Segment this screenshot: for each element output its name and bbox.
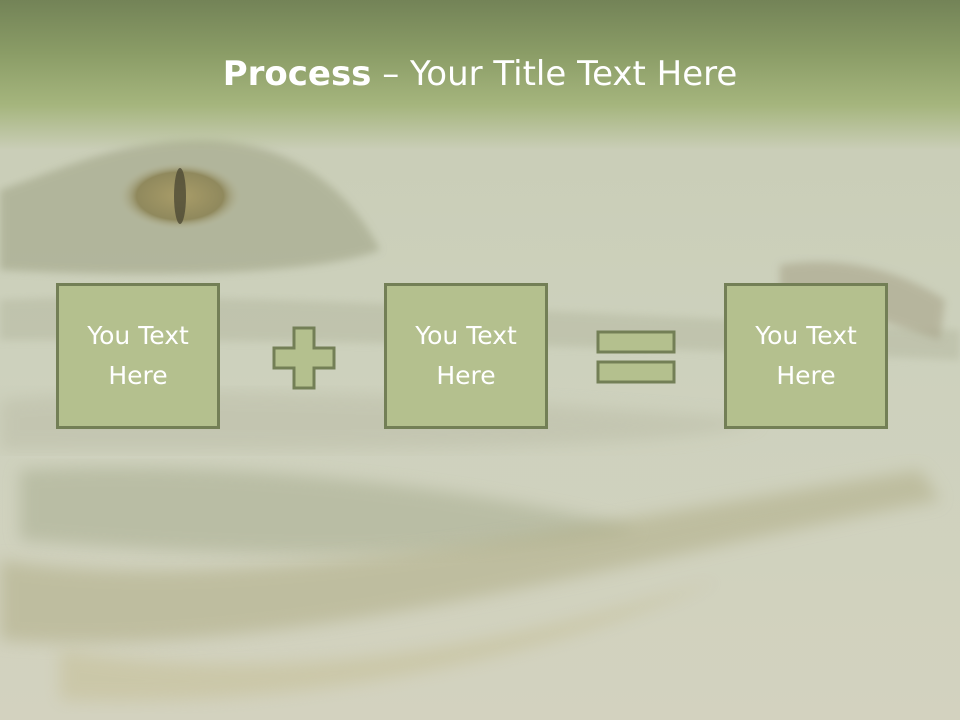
process-box-2-line2: Here [436,361,496,390]
title-rest: – Your Title Text Here [371,54,738,94]
page-title: Process – Your Title Text Here [0,52,960,96]
process-box-3-line2: Here [776,361,836,390]
title-bold: Process [222,54,372,94]
process-box-1-line2: Here [108,361,168,390]
process-box-1-line1: You Text [87,321,189,350]
process-box-2-line1: You Text [415,321,517,350]
plus-icon [272,326,336,390]
header-band [0,0,960,150]
equals-icon [596,330,676,384]
process-box-3-line1: You Text [755,321,857,350]
